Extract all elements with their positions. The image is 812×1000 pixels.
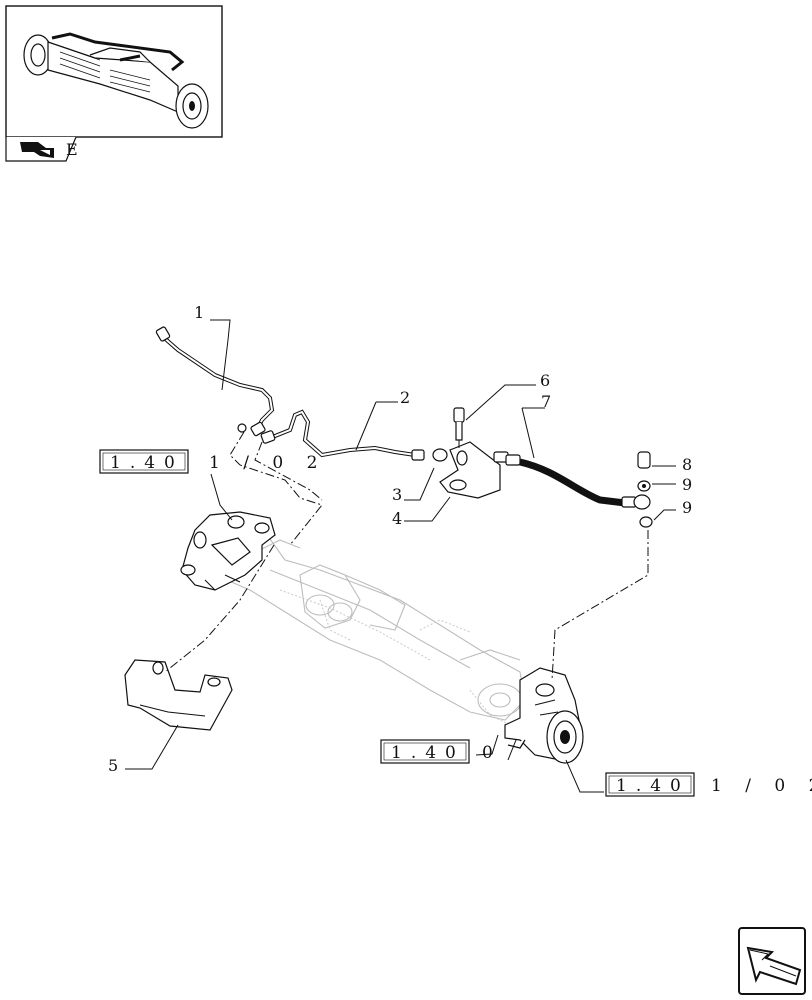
reference-middle-suffix: 0 [482,743,502,763]
callout-8: 8 [682,455,692,474]
callout-6: 6 [540,371,550,390]
reference-right-box: 1.40 [616,776,690,796]
washer-9-lower [639,516,653,528]
assembly-lines [164,431,649,681]
flexible-hose-7 [493,451,637,508]
callout-4: 4 [392,509,402,528]
bolt-8 [637,451,651,469]
callout-9-lower: 9 [682,498,692,517]
brake-pipe-1 [155,326,275,437]
reference-left-suffix: 1 / 0 2 [209,453,326,473]
right-steering-knuckle [504,667,584,764]
banjo-bolt-assembly [633,451,653,528]
brake-pipe-2 [260,409,425,461]
callout-5: 5 [108,756,118,775]
reference-left[interactable]: 1.40 1 / 0 2 [99,449,326,474]
callout-1: 1 [194,303,204,322]
callout-7: 7 [541,392,551,411]
washer-3 [432,448,448,462]
next-page-arrow-icon [746,946,802,986]
thumbnail-label: E [66,140,78,159]
bracket-assembly [432,407,501,499]
reference-left-box: 1.40 [110,453,184,473]
reference-middle[interactable]: 1.40 0 [380,739,502,764]
next-page-button[interactable] [738,927,806,995]
bolt-6 [453,407,465,423]
reference-right[interactable]: 1.40 1 / 0 2 [605,772,812,797]
callout-9-upper: 9 [682,475,692,494]
assembly-icon [20,142,54,158]
reference-right-suffix: 1 / 0 2 [711,776,812,796]
left-steering-knuckle [180,511,276,591]
assembly-thumbnail[interactable]: E [5,5,223,162]
leader-lines [125,319,676,793]
callout-3: 3 [392,485,402,504]
axle-thumbnail-icon [23,32,209,129]
bracket-4 [439,441,501,499]
pedal-bracket-5 [124,659,233,731]
callout-2: 2 [400,388,410,407]
reference-middle-box: 1.40 [391,743,465,763]
